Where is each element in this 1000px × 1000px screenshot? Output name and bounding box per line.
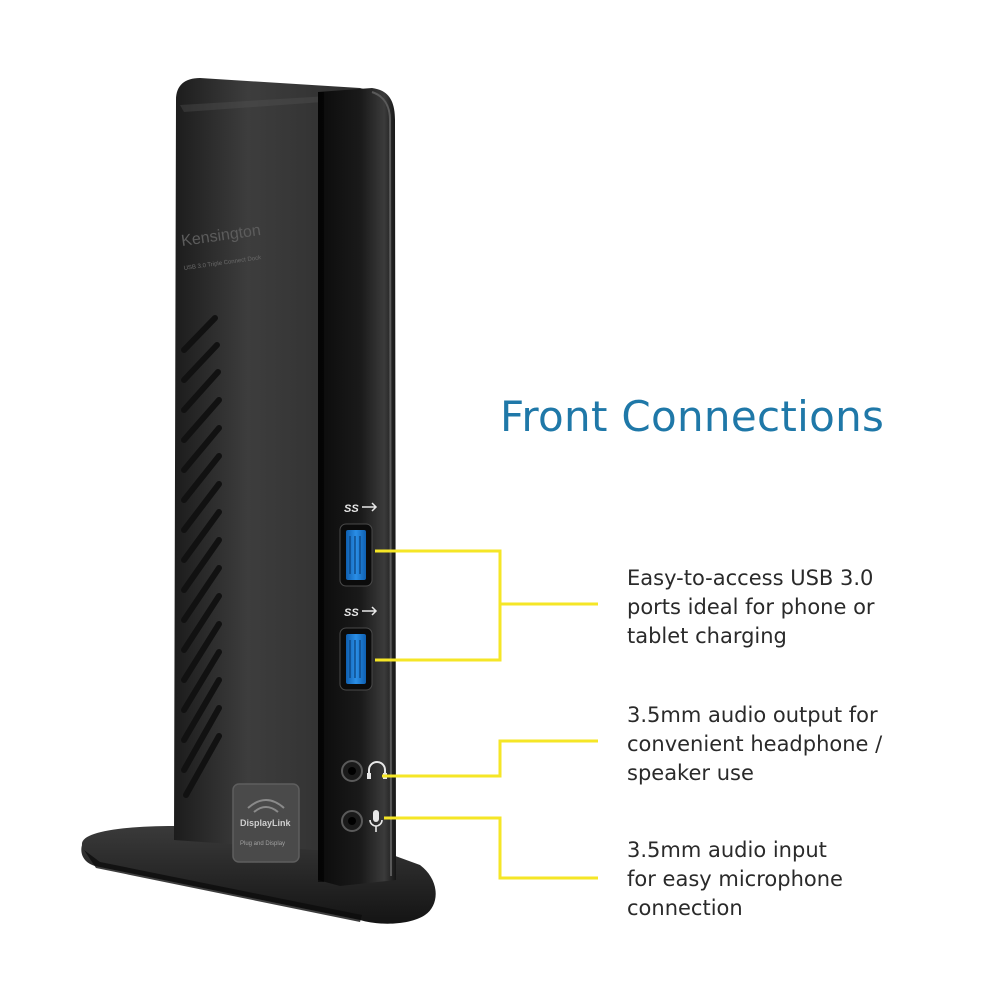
callout-line: convenient headphone / — [627, 732, 883, 756]
displaylink-badge: DisplayLink Plug and Display — [232, 783, 300, 863]
badge-brand: DisplayLink — [240, 818, 292, 828]
leader-line-audio-in — [384, 816, 598, 880]
callout-line: for easy microphone — [627, 867, 843, 891]
svg-text:SS: SS — [344, 503, 359, 515]
callout-line: speaker use — [627, 761, 754, 785]
usb-superspeed-icon: SS — [344, 606, 378, 619]
usb-port-1 — [339, 523, 373, 587]
callout-line: ports ideal for phone or — [627, 595, 875, 619]
callout-line: connection — [627, 896, 743, 920]
callout-line: 3.5mm audio output for — [627, 703, 878, 727]
leader-line-audio-out — [382, 739, 598, 778]
callout-line: tablet charging — [627, 624, 787, 648]
leader-lines — [375, 549, 598, 880]
callout-audio-input: 3.5mm audio input for easy microphone co… — [627, 836, 843, 923]
badge-tagline: Plug and Display — [240, 841, 285, 847]
callout-line: 3.5mm audio input — [627, 838, 827, 862]
svg-text:SS: SS — [344, 607, 359, 619]
audio-input-jack — [341, 810, 363, 832]
section-heading: Front Connections — [500, 392, 885, 441]
callout-audio-output: 3.5mm audio output for convenient headph… — [627, 701, 882, 788]
usb-superspeed-icon: SS — [344, 502, 378, 515]
dock-front-panel — [318, 88, 396, 886]
vent-slots — [181, 315, 222, 798]
callout-line: Easy-to-access USB 3.0 — [627, 566, 874, 590]
usb-port-2 — [339, 627, 373, 691]
microphone-icon — [369, 810, 383, 832]
audio-output-jack — [341, 760, 363, 782]
callout-usb-ports: Easy-to-access USB 3.0 ports ideal for p… — [627, 564, 875, 651]
